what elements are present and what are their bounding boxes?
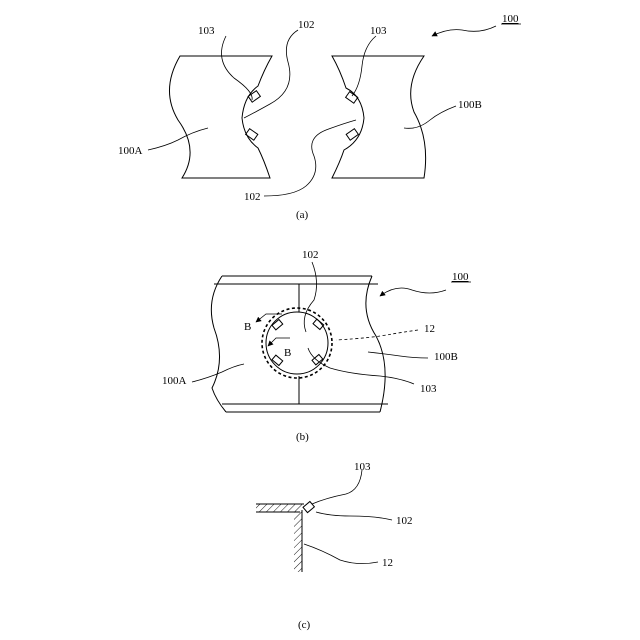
label-103-b: 103 [420,383,437,395]
panel-b: 102 100 12 100B 103 100A B B (b) [162,249,471,443]
label-100A-a: 100A [118,145,143,157]
plate-vertical-hatch [294,512,302,572]
leader-100B [404,106,456,128]
label-100-a: 100 [502,13,519,25]
leader-100-b [380,288,446,296]
label-102-top: 102 [298,19,315,31]
leader-103-left [222,36,253,100]
joint-dashed-ring [262,308,332,378]
label-102-c: 102 [396,515,413,527]
label-103-c: 103 [354,461,371,473]
label-12-c: 12 [382,557,393,569]
break-right [366,276,385,412]
leader-103-right [352,36,376,96]
leader-100-a [432,26,496,36]
label-103-left: 103 [198,25,215,37]
tab-103-c [303,501,314,512]
label-102-bottom: 102 [244,191,261,203]
section-mark-B-2: B [284,347,291,359]
leader-102-c [316,512,392,520]
tab-103-a2 [246,129,258,140]
leader-100B-b [368,352,428,358]
tab-103-b1 [272,319,283,329]
break-left [211,276,226,412]
tab-103-a3 [346,92,358,103]
panel-a: 103 102 103 100 100A 100B 102 (a) [118,13,521,221]
caption-b: (b) [296,431,309,443]
leader-103-c [312,470,362,504]
caption-c: (c) [298,619,311,631]
label-102-b: 102 [302,249,319,261]
plate-horizontal-hatch [256,504,302,512]
leader-100A [148,128,208,150]
label-12-b: 12 [424,323,435,335]
panel-c: 103 102 12 (c) [256,461,413,631]
leader-102-top [244,30,298,118]
label-100B-b: 100B [434,351,458,363]
section-arrow-2 [268,338,290,346]
piece-100A-outline [169,56,272,178]
piece-100B-outline [332,56,426,178]
section-mark-B-1: B [244,321,251,333]
label-100A-b: 100A [162,375,187,387]
label-100B-a: 100B [458,99,482,111]
label-100-b: 100 [452,271,469,283]
caption-a: (a) [296,209,309,221]
leader-102-bottom [264,120,356,196]
leader-12-c [304,544,378,564]
label-103-right: 103 [370,25,387,37]
